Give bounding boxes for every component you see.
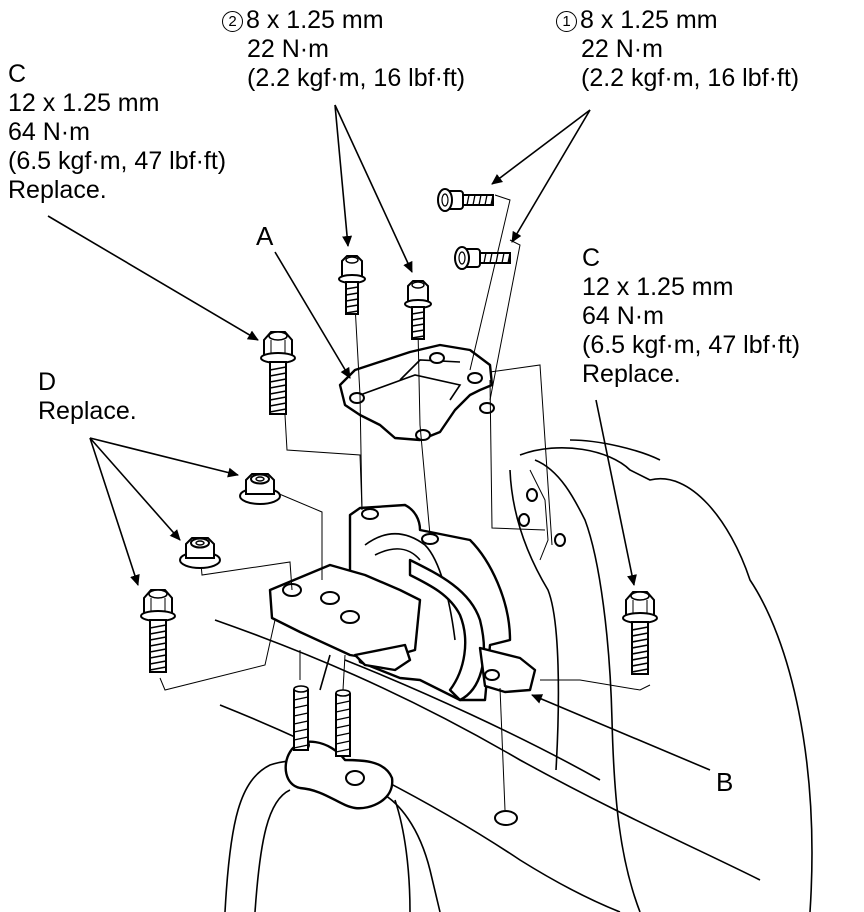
callout-c-right: C 12 x 1.25 mm 64 N·m (6.5 kgf·m, 47 lbf…	[582, 244, 800, 389]
callout-d: D Replace.	[38, 368, 137, 426]
callout-c-left-note: Replace.	[8, 176, 107, 204]
callout-c-right-letter: C	[582, 244, 601, 272]
callout-1-size: 8 x 1.25 mm	[580, 6, 718, 34]
callout-1-torque-nm: 22 N·m	[581, 35, 663, 63]
callout-c-right-note: Replace.	[582, 360, 681, 388]
callout-c-left-size: 12 x 1.25 mm	[8, 89, 160, 117]
callout-1-torque-alt: (2.2 kgf·m, 16 lbf·ft)	[581, 64, 800, 92]
callout-d-note: Replace.	[38, 397, 137, 425]
callout-c-right-size: 12 x 1.25 mm	[582, 273, 734, 301]
callout-2-torque-alt: (2.2 kgf·m, 16 lbf·ft)	[247, 64, 466, 92]
callout-c-right-torque-alt: (6.5 kgf·m, 47 lbf·ft)	[582, 331, 801, 359]
callout-2-torque-nm: 22 N·m	[247, 35, 329, 63]
callout-d-letter: D	[38, 368, 57, 396]
callout-2-number: 2	[222, 11, 243, 32]
callout-c-left: C 12 x 1.25 mm 64 N·m (6.5 kgf·m, 47 lbf…	[8, 60, 226, 205]
part-a-label: A	[256, 221, 274, 251]
callout-c-left-letter: C	[8, 60, 27, 88]
callout-c-left-torque-alt: (6.5 kgf·m, 47 lbf·ft)	[8, 147, 227, 175]
callout-c-left-torque: 64 N·m	[8, 118, 90, 146]
callout-1-number: 1	[556, 11, 577, 32]
callout-c-right-torque: 64 N·m	[582, 302, 664, 330]
part-b-label: B	[716, 767, 734, 797]
callout-2-size: 8 x 1.25 mm	[246, 6, 384, 34]
